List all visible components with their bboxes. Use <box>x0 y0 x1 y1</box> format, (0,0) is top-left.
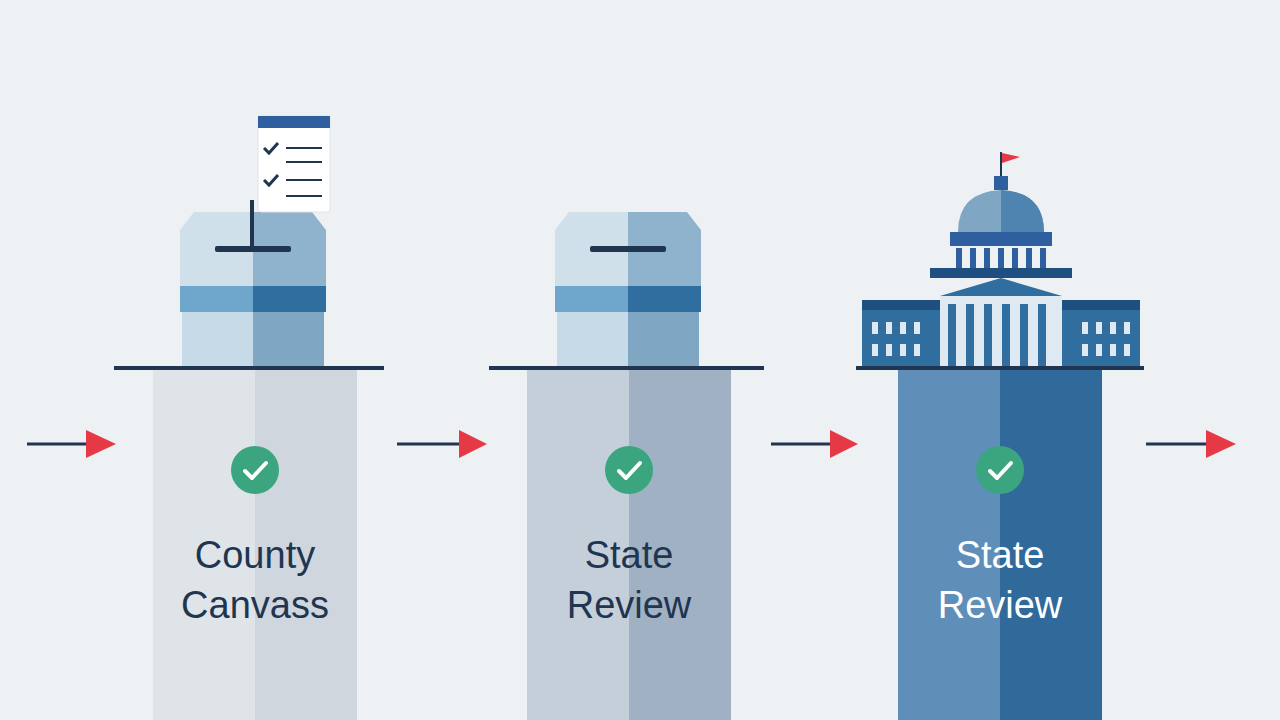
check-icon <box>230 445 280 495</box>
ballot-box <box>180 200 326 366</box>
stage-pillar: State Review <box>527 370 731 720</box>
stage-label: County Canvass <box>153 530 357 630</box>
clipboard-icon <box>258 116 330 212</box>
capitol-building <box>862 152 1140 366</box>
stage-label: State Review <box>527 530 731 630</box>
flow-arrow <box>397 430 487 458</box>
stage-pillar: County Canvass <box>153 370 357 720</box>
flow-arrow <box>771 430 858 458</box>
check-icon <box>975 445 1025 495</box>
stage-pillar: State Review <box>898 370 1102 720</box>
stage-label: State Review <box>898 530 1102 630</box>
ballot-box <box>555 212 701 366</box>
check-icon <box>604 445 654 495</box>
